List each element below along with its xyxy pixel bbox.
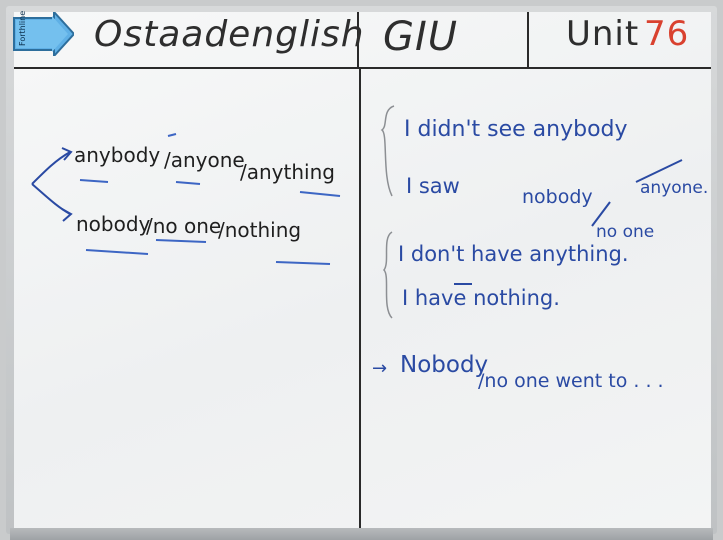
sentence-dont-have-anything: I don't have anything.	[398, 242, 629, 266]
word-nothing: /nothing	[218, 218, 302, 242]
sentence-anyone-alt: anyone.	[640, 178, 709, 198]
center-divider	[359, 68, 361, 528]
header-divider	[14, 67, 711, 69]
word-no-one-blue: no one	[596, 222, 655, 242]
eraser-icon[interactable]: Forthline	[12, 9, 76, 59]
word-anyone: /anyone	[164, 148, 245, 172]
word-anybody: anybody	[74, 143, 161, 167]
marker-tray	[10, 528, 713, 540]
word-anything: /anything	[240, 160, 335, 184]
arrow-marker: →	[372, 358, 388, 379]
sentence-have-nothing: I have nothing.	[402, 286, 560, 310]
header-right-divider	[527, 12, 529, 68]
brand-title: Ostaadenglish	[94, 14, 365, 55]
word-nobody: nobody	[76, 212, 151, 236]
whiteboard	[14, 12, 711, 530]
sentence-didnt-see-anybody: I didn't see anybody	[404, 117, 628, 142]
sentence-went-to: /no one went to . . .	[478, 370, 664, 392]
unit-label: Unit	[566, 14, 640, 54]
word-no-one: /no one	[146, 214, 222, 238]
sentence-i-saw: I saw	[406, 174, 460, 198]
word-nobody-blue: nobody	[522, 186, 593, 208]
header-left-divider	[357, 12, 359, 68]
unit-number: 76	[644, 14, 690, 54]
word-nobody-capital: Nobody	[400, 352, 489, 378]
course-title: GIU	[383, 14, 459, 60]
